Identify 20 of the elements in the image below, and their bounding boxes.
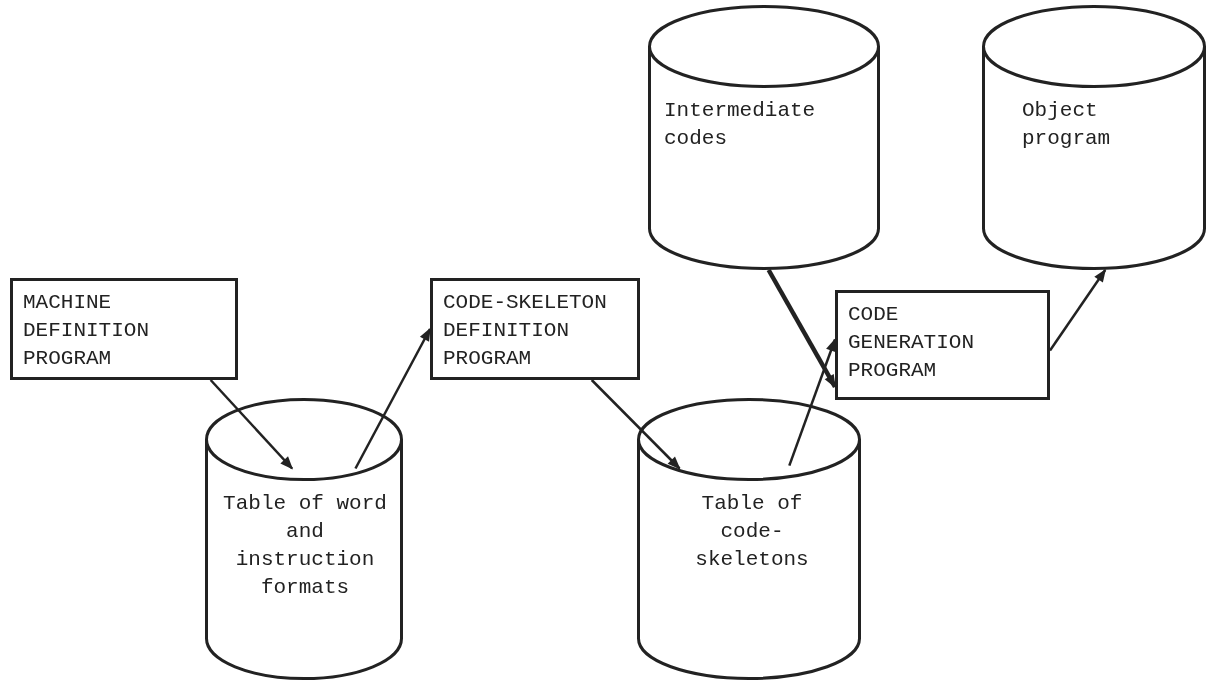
arrow xyxy=(1048,268,1107,352)
node-label: Object program xyxy=(1022,98,1112,152)
node-label: Table of code-skeletons xyxy=(694,491,810,573)
database-cylinder xyxy=(205,398,403,680)
node-label: CODE GENERATION PROGRAM xyxy=(848,302,976,384)
node-label: CODE-SKELETON DEFINITION PROGRAM xyxy=(443,290,608,372)
database-cylinder xyxy=(637,398,861,680)
database-cylinder xyxy=(648,5,880,270)
arrow xyxy=(590,379,681,470)
process-box xyxy=(835,290,1050,400)
process-box xyxy=(430,278,640,380)
node-label: Intermediate codes xyxy=(664,98,817,152)
arrow xyxy=(209,379,294,470)
node-label: MACHINE DEFINITION PROGRAM xyxy=(23,290,151,372)
node-label: Table of word and instruction formats xyxy=(222,491,388,601)
arrow xyxy=(354,327,432,470)
arrow xyxy=(788,338,837,467)
process-box xyxy=(10,278,238,380)
database-cylinder xyxy=(982,5,1206,270)
arrow xyxy=(766,268,837,388)
